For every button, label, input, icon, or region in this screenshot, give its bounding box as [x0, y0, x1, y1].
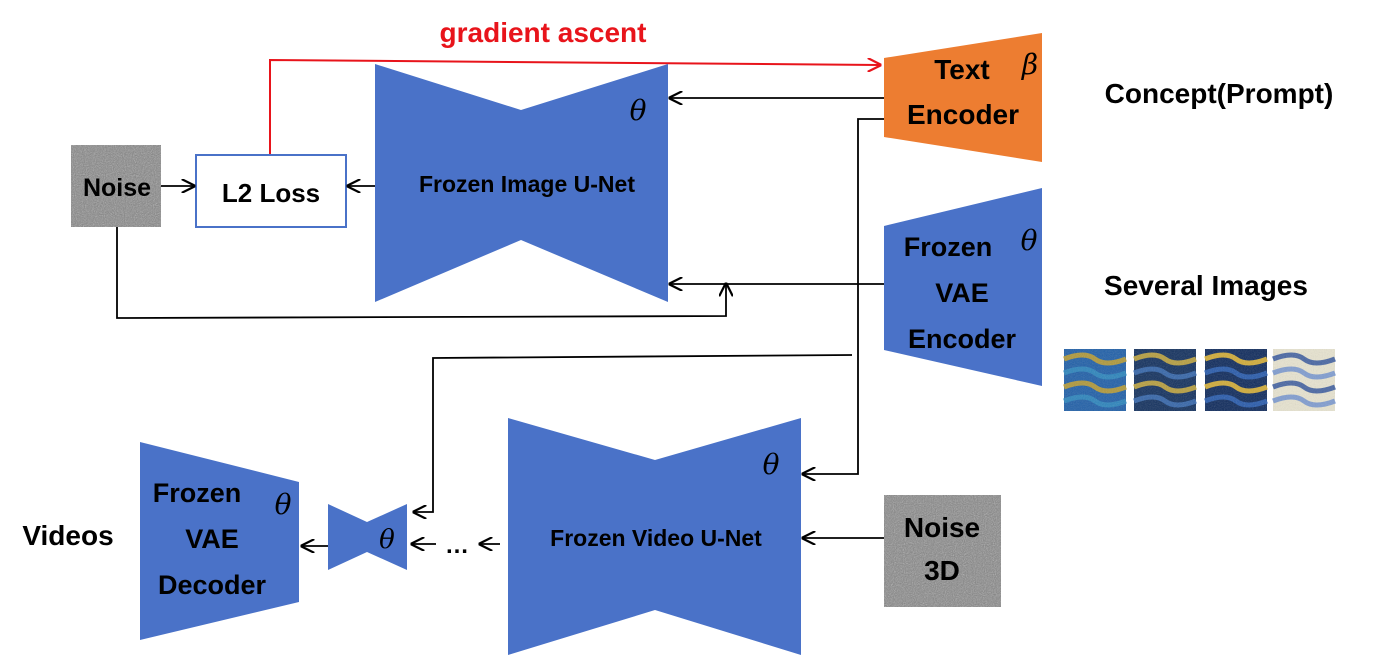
noise-3d-texture — [884, 495, 1001, 607]
noise-2d-texture — [71, 145, 161, 227]
ellipsis: … — [445, 532, 469, 559]
vae-decoder-line3: Decoder — [158, 570, 267, 600]
several-images-label: Several Images — [1104, 270, 1308, 301]
text-encoder-shape — [884, 33, 1042, 162]
text-encoder-beta: β — [1021, 48, 1038, 81]
thumb-4 — [1272, 349, 1336, 411]
concept-prompt-label: Concept(Prompt) — [1105, 78, 1334, 109]
vae-decoder-shape — [140, 442, 299, 640]
small-unet-theta: θ — [379, 525, 395, 555]
arrow-noise-to-junction — [116, 227, 726, 319]
l2-loss-label: L2 Loss — [222, 178, 320, 208]
image-unet-label: Frozen Image U-Net — [419, 171, 635, 197]
gradient-ascent-label: gradient ascent — [440, 17, 647, 48]
thumb-1-texture — [1064, 349, 1126, 411]
noise-3d-line2: 3D — [924, 555, 960, 586]
image-unet-theta: θ — [630, 94, 647, 127]
video-unet-theta: θ — [763, 448, 780, 481]
small-unet-shape — [328, 504, 407, 570]
vae-decoder-theta: θ — [275, 488, 292, 521]
thumb-4-texture — [1273, 349, 1335, 411]
thumbnail-strip — [1063, 349, 1336, 411]
arrow-text-to-video-unet — [803, 118, 884, 474]
gradient-ascent-arrow — [269, 60, 880, 154]
video-unet-label: Frozen Video U-Net — [550, 525, 762, 551]
videos-label: Videos — [22, 520, 113, 551]
video-unet-shape — [508, 418, 801, 655]
noise-3d-line1: Noise — [904, 512, 980, 543]
thumb-1 — [1063, 349, 1127, 411]
noise-2d-label: Noise — [83, 174, 151, 202]
vae-encoder-line2: VAE — [935, 278, 989, 308]
image-unet-shape — [375, 64, 668, 302]
text-encoder-label-line1: Text — [934, 54, 990, 85]
vae-decoder-line2: VAE — [185, 524, 239, 554]
arrow-text-to-small-unet — [414, 354, 853, 512]
vae-decoder-line1: Frozen — [153, 478, 242, 508]
thumb-3-texture — [1205, 349, 1267, 411]
thumb-2-texture — [1134, 349, 1196, 411]
l2-loss-box — [195, 154, 347, 228]
vae-encoder-line1: Frozen — [904, 232, 993, 262]
vae-encoder-line3: Encoder — [908, 324, 1017, 354]
vae-encoder-shape — [884, 188, 1042, 386]
thumb-2 — [1133, 349, 1197, 411]
text-encoder-label-line2: Encoder — [907, 99, 1019, 130]
vae-encoder-theta: θ — [1021, 224, 1038, 257]
thumb-3 — [1204, 349, 1268, 411]
